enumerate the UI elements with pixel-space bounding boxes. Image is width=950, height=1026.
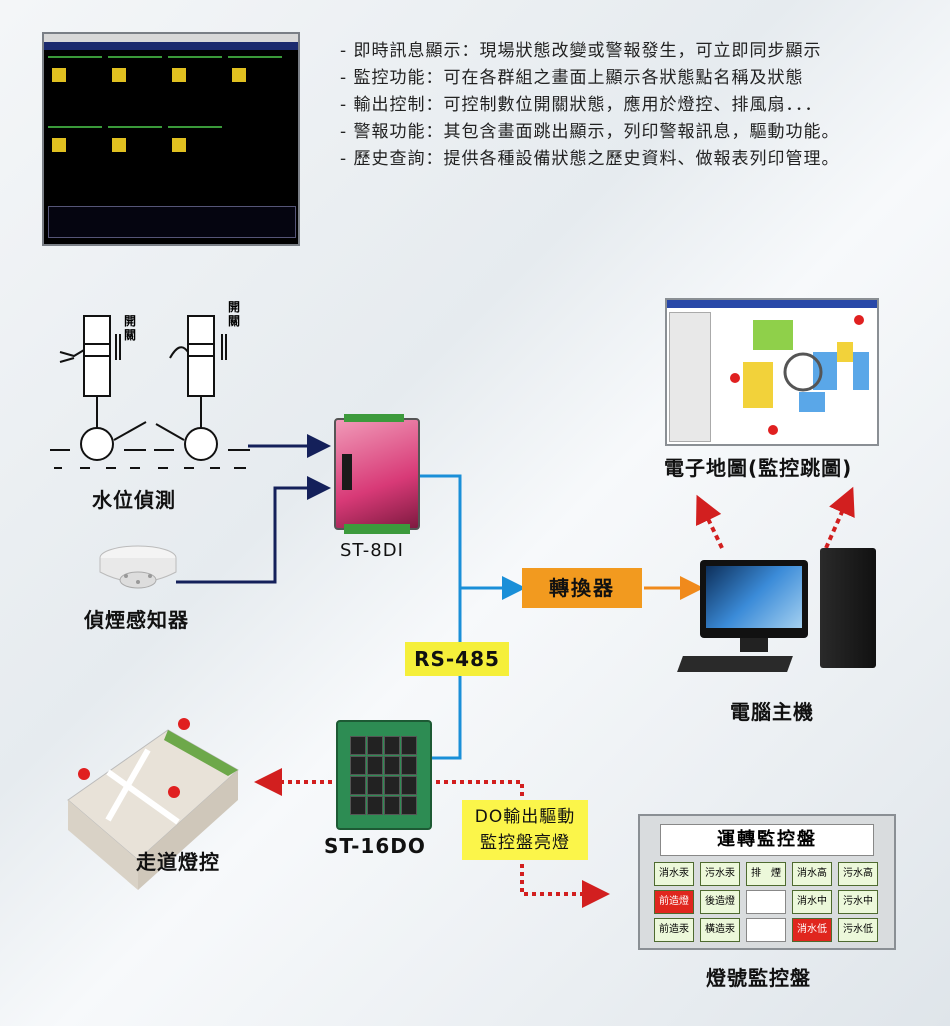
- converter-box: 轉換器: [522, 568, 642, 608]
- screenshot-tiles: [48, 56, 294, 206]
- relay-block: [350, 776, 366, 795]
- rs485-bus-line: [416, 474, 462, 760]
- generator-icon: [232, 68, 246, 82]
- panel-lamp: 橫造汞: [700, 918, 740, 942]
- computer-monitor: [700, 560, 808, 638]
- relay-block: [384, 776, 400, 795]
- panel-lamp-grid: 消水汞污水汞排 煙消水高污水高前造燈後造燈 消水中污水中前造汞橫造汞 消水低污水低: [654, 862, 884, 946]
- screenshot-tile: [108, 56, 162, 102]
- st8di-connector: [342, 454, 352, 490]
- panel-lamp: 前造汞: [654, 918, 694, 942]
- pc-tower: [820, 548, 876, 668]
- screenshot-tile: [168, 56, 222, 102]
- emap-screenshot: [665, 298, 879, 446]
- generator-icon: [112, 138, 126, 152]
- panel-caption: 燈號監控盤: [706, 966, 811, 990]
- monitor-stand: [740, 638, 768, 652]
- st8di-terminal-bottom: [344, 524, 410, 534]
- do-output-line1: DO輸出驅動: [474, 807, 576, 827]
- st8di-label: ST-8DI: [340, 540, 404, 561]
- generator-icon: [112, 68, 126, 82]
- relay-block: [401, 756, 417, 775]
- screenshot-toolbar: [44, 42, 298, 50]
- panel-lamp: 前造燈: [654, 890, 694, 914]
- relay-block: [350, 796, 366, 815]
- feature-item: - 歷史查詢：提供各種設備狀態之歷史資料、做報表列印管理。: [340, 149, 840, 169]
- screenshot-tile: [228, 56, 282, 102]
- switch-label-right: 開 關: [228, 300, 241, 328]
- relay-block: [350, 756, 366, 775]
- emap-side-panel: [669, 312, 711, 442]
- water-level-sensors: [50, 315, 250, 469]
- feature-item: - 警報功能：其包含畫面跳出顯示，列印警報訊息，驅動功能。: [340, 122, 840, 142]
- panel-lamp: 消水汞: [654, 862, 694, 886]
- rs485-label: RS-485: [405, 642, 509, 676]
- panel-lamp: [746, 890, 786, 914]
- generator-icon: [52, 138, 66, 152]
- st8di-module: [334, 414, 420, 534]
- feature-item: - 即時訊息顯示：現場狀態改變或警報發生，可立即同步顯示: [340, 41, 822, 61]
- screenshot-tile: [168, 126, 222, 172]
- screenshot-title-bar: [44, 34, 298, 42]
- panel-lamp: 污水中: [838, 890, 878, 914]
- screenshot-tile: [108, 126, 162, 172]
- relay-block: [384, 756, 400, 775]
- generator-icon: [172, 68, 186, 82]
- smoke-detector-icon: [99, 545, 177, 589]
- relay-block: [367, 736, 383, 755]
- relay-block: [350, 736, 366, 755]
- emap-label: 電子地圖(監控跳圖): [664, 456, 853, 480]
- relay-block: [384, 736, 400, 755]
- lamp-monitor-panel: 運轉監控盤 消水汞污水汞排 煙消水高污水高前造燈後造燈消水中污水中前造汞橫造汞消…: [638, 814, 896, 950]
- corridor-label: 走道燈控: [136, 850, 220, 874]
- screenshot-tile: [48, 56, 102, 102]
- relay-block: [401, 776, 417, 795]
- generator-icon: [172, 138, 186, 152]
- panel-lamp: 污水高: [838, 862, 878, 886]
- st16do-label: ST-16DO: [324, 834, 426, 858]
- panel-lamp: 污水汞: [700, 862, 740, 886]
- panel-lamp: 消水低: [792, 918, 832, 942]
- relay-block: [367, 756, 383, 775]
- panel-lamp: 後造燈: [700, 890, 740, 914]
- smoke-detector-label: 偵煙感知器: [84, 608, 189, 632]
- pc-to-emap-arrow-left: [695, 494, 724, 549]
- panel-lamp: 排 煙: [746, 862, 786, 886]
- panel-lamp: [746, 918, 786, 942]
- panel-lamp: 污水低: [838, 918, 878, 942]
- screenshot-log-table: [48, 206, 296, 238]
- st8di-terminal-top: [344, 414, 404, 422]
- corridor-building: [67, 718, 239, 890]
- panel-lamp: 消水中: [792, 890, 832, 914]
- do-output-line2: 監控盤亮燈: [480, 833, 570, 853]
- panel-title: 運轉監控盤: [660, 824, 874, 856]
- feature-item: - 輸出控制：可控制數位開關狀態，應用於燈控、排風扇．．．: [340, 95, 823, 115]
- screenshot-tile: [48, 126, 102, 172]
- relay-block: [367, 776, 383, 795]
- feature-item: - 監控功能：可在各群組之畫面上顯示各狀態點名稱及狀態: [340, 68, 804, 88]
- keyboard: [677, 656, 793, 672]
- computer-label: 電腦主機: [730, 700, 814, 724]
- do-output-box: DO輸出驅動 監控盤亮燈: [462, 800, 588, 860]
- emap-floor-plan: [730, 315, 869, 435]
- monitor-screen: [706, 566, 802, 628]
- relay-block: [401, 796, 417, 815]
- monitor-screenshot: [42, 32, 300, 246]
- relay-block: [367, 796, 383, 815]
- relay-block: [401, 736, 417, 755]
- st16do-relays: [350, 736, 418, 816]
- relay-block: [384, 796, 400, 815]
- st16do-module: [336, 720, 432, 830]
- panel-lamp: 消水高: [792, 862, 832, 886]
- pc-to-emap-arrow-right: [824, 486, 855, 549]
- emap-title-bar: [667, 300, 877, 308]
- feature-list: - 即時訊息顯示：現場狀態改變或警報發生，可立即同步顯示 - 監控功能：可在各群…: [340, 38, 840, 173]
- smoke-to-di-arrow: [176, 476, 331, 584]
- generator-icon: [52, 68, 66, 82]
- switch-label-left: 開 關: [124, 314, 137, 342]
- water-level-label: 水位偵測: [92, 488, 176, 512]
